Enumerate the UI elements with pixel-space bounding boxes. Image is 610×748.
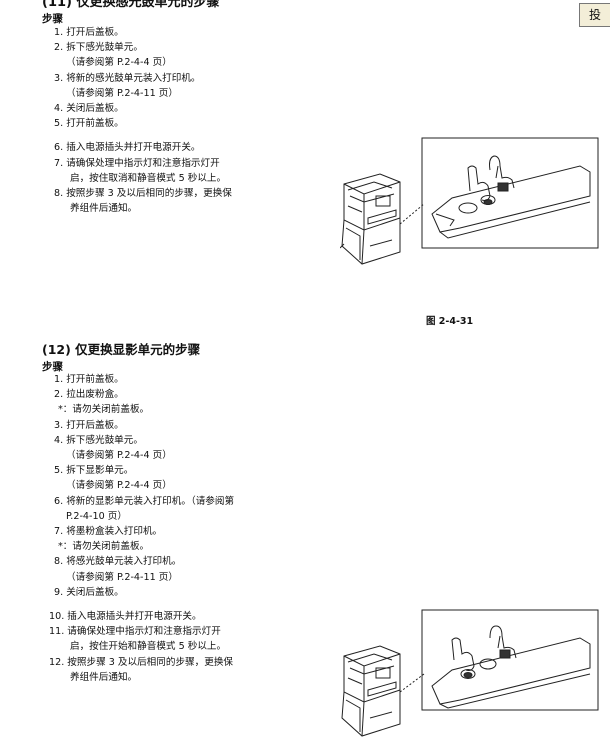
step-line: 7. 将墨粉盒装入打印机。 bbox=[54, 526, 163, 538]
steps-label: 步骤 bbox=[42, 361, 63, 373]
step-line: 6. 插入电源插头并打开电源开关。 bbox=[54, 142, 201, 154]
step-reference: （请参阅第 P.2-4-11 页） bbox=[66, 87, 178, 99]
step-line: 5. 打开前盖板。 bbox=[54, 118, 124, 130]
step-line: 2. 拉出废粉盒。 bbox=[54, 389, 124, 401]
section-12-heading: (12) 仅更换显影单元的步骤 bbox=[42, 342, 201, 357]
step-line: 11. 请确保处理中指示灯和注意指示灯开 bbox=[49, 626, 221, 638]
step-line: 1. 打开前盖板。 bbox=[54, 374, 124, 385]
inset-frame bbox=[421, 137, 599, 249]
finger-press-icon bbox=[467, 165, 491, 201]
step-line: 8. 按照步骤 3 及以后相同的步骤，更换保 bbox=[54, 188, 232, 200]
step-reference: （请参阅第 P.2-4-4 页） bbox=[66, 450, 172, 462]
step-reference: （请参阅第 P.2-4-4 页） bbox=[66, 480, 172, 492]
chapter-side-tab[interactable]: 投 bbox=[579, 3, 610, 27]
printer-control-panel-figure-2 bbox=[341, 609, 599, 737]
steps-label: 步骤 bbox=[42, 13, 63, 25]
figure-caption: 图 2-4-31 bbox=[426, 316, 474, 327]
step-line-continued: 养组件后通知。 bbox=[70, 203, 138, 215]
inset-frame bbox=[421, 609, 599, 711]
step-reference: （请参阅第 P.2-4-11 页） bbox=[66, 571, 178, 583]
step-line: 2. 拆下感光鼓单元。 bbox=[54, 42, 143, 54]
step-line: 6. 将新的显影单元装入打印机。（请参阅第 bbox=[54, 495, 235, 507]
step-note: *：请勿关闭前盖板。 bbox=[58, 404, 150, 416]
section-12-steps: 1. 打开前盖板。 2. 拉出废粉盒。 *：请勿关闭前盖板。 3. 打开后盖板。… bbox=[49, 372, 235, 685]
step-line: 7. 请确保处理中指示灯和注意指示灯开 bbox=[54, 157, 220, 169]
section-11-steps: 1. 打开后盖板。 2. 拆下感光鼓单元。 （请参阅第 P.2-4-4 页） 3… bbox=[54, 25, 232, 216]
step-line-continued: 养组件后通知。 bbox=[70, 671, 138, 683]
step-line-continued: P.2-4-10 页） bbox=[66, 510, 127, 522]
step-line: 12. 按照步骤 3 及以后相同的步骤，更换保 bbox=[49, 656, 234, 668]
step-line: 10. 插入电源插头并打开电源开关。 bbox=[49, 611, 202, 623]
step-line: 3. 打开后盖板。 bbox=[54, 419, 124, 431]
step-line-continued: 启，按住取消和静音模式 5 秒以上。 bbox=[70, 172, 227, 184]
step-line: 4. 拆下感光鼓单元。 bbox=[54, 434, 143, 446]
button-icon bbox=[499, 649, 511, 659]
step-line: 9. 关闭后盖板。 bbox=[54, 586, 124, 598]
step-line: 1. 打开后盖板。 bbox=[54, 27, 124, 38]
step-note: *：请勿关闭前盖板。 bbox=[58, 541, 150, 553]
section-11-heading: (11) 仅更换感光鼓单元的步骤 bbox=[42, 0, 220, 10]
printer-control-panel-figure-1 bbox=[340, 137, 599, 265]
button-icon bbox=[460, 669, 476, 679]
step-line: 4. 关闭后盖板。 bbox=[54, 103, 124, 115]
button-icon bbox=[497, 182, 509, 192]
step-line: 8. 将感光鼓单元装入打印机。 bbox=[54, 556, 182, 568]
step-reference: （请参阅第 P.2-4-4 页） bbox=[66, 57, 172, 69]
step-line: 3. 将新的感光鼓单元装入打印机。 bbox=[54, 72, 201, 84]
step-line-continued: 启，按住开始和静音模式 5 秒以上。 bbox=[70, 641, 227, 653]
step-line: 5. 拆下显影单元。 bbox=[54, 465, 134, 477]
finger-press-icon bbox=[451, 637, 475, 671]
